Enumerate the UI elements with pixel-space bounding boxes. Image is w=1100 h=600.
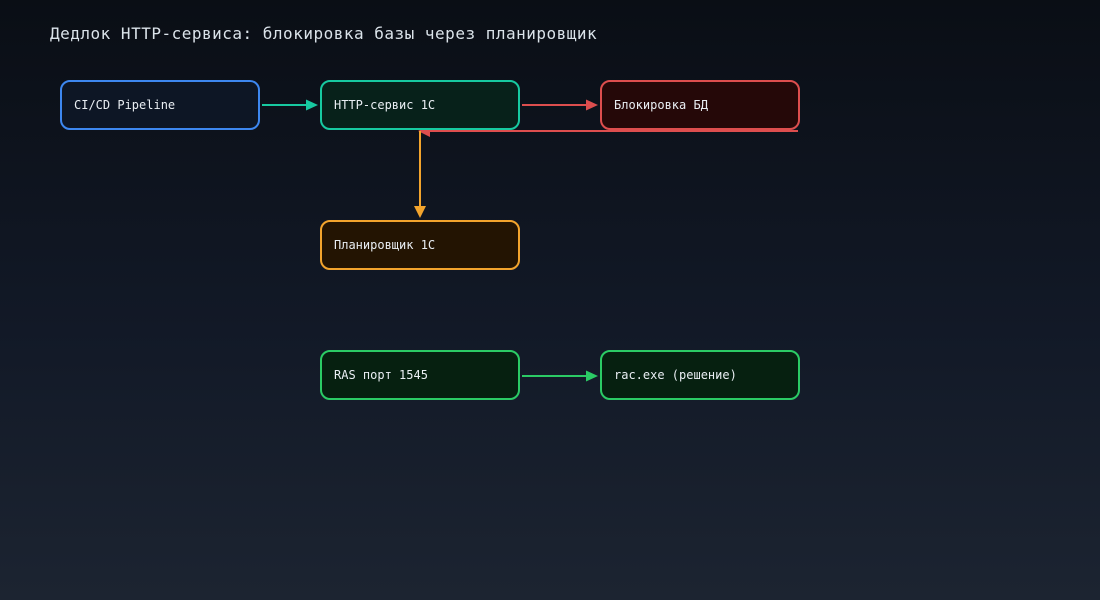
arrowhead-cicd-to-http — [306, 99, 318, 111]
node-rac-exe-solution: rac.exe (решение) — [600, 350, 800, 400]
node-http-service-1c: HTTP-сервис 1С — [320, 80, 520, 130]
node-cicd-pipeline: CI/CD Pipeline — [60, 80, 260, 130]
node-scheduler-1c: Планировщик 1С — [320, 220, 520, 270]
node-scheduler-1c-label: Планировщик 1С — [334, 238, 436, 252]
arrowhead-http-to-scheduler — [414, 206, 426, 218]
arrowhead-ras-to-rac — [586, 370, 598, 382]
node-cicd-pipeline-label: CI/CD Pipeline — [74, 98, 176, 112]
node-rac-exe-solution-label: rac.exe (решение) — [614, 368, 737, 382]
node-ras-port-1545-label: RAS порт 1545 — [334, 368, 428, 382]
node-http-service-1c-label: HTTP-сервис 1С — [334, 98, 436, 112]
node-ras-port-1545: RAS порт 1545 — [320, 350, 520, 400]
node-db-lock-label: Блокировка БД — [614, 98, 708, 112]
arrowhead-http-to-dblock — [586, 99, 598, 111]
node-db-lock: Блокировка БД — [600, 80, 800, 130]
diagram-title: Дедлок HTTP-сервиса: блокировка базы чер… — [50, 24, 598, 43]
